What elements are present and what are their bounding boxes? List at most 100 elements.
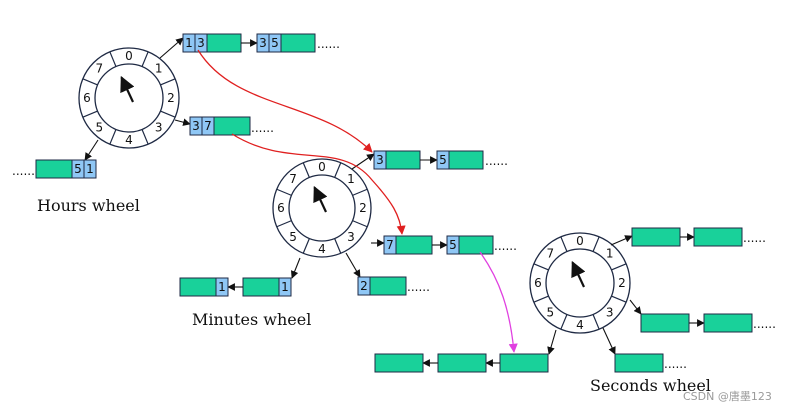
seconds-wheel-divider bbox=[592, 236, 600, 252]
hours-wheel-divider bbox=[82, 110, 98, 118]
hours-wheel-divider bbox=[82, 78, 98, 86]
hours-slot3-node-1-id-text: 7 bbox=[204, 119, 212, 133]
hours-wheel-divider bbox=[160, 110, 176, 118]
minutes-slot5-node-1-body bbox=[242, 277, 280, 297]
minutes-slot3-node-1-body bbox=[395, 235, 433, 255]
minutes-slot1-node-1: 3 bbox=[373, 150, 421, 170]
move-arrow-hours-to-minutes-2 bbox=[231, 133, 406, 235]
seconds-slot5-node-1-body bbox=[499, 353, 549, 373]
seconds-slot1-node-1 bbox=[631, 227, 681, 247]
hours-wheel-divider bbox=[109, 129, 117, 145]
hours-slot6-node-1-id-text: 1 bbox=[86, 162, 94, 176]
minutes-slot-label-6: 6 bbox=[277, 201, 285, 215]
seconds-wheel-divider bbox=[592, 314, 600, 330]
minutes-slot-label-7: 7 bbox=[289, 172, 297, 186]
minutes-wheel-divider bbox=[334, 162, 342, 178]
hours-slot6-pointer bbox=[84, 139, 99, 161]
seconds-wheel-divider bbox=[533, 295, 549, 303]
hours-clock-hand bbox=[120, 75, 135, 103]
minutes-slot5-node-1-id-text: 1 bbox=[281, 280, 289, 294]
minutes-slot3-ellipsis: ...... bbox=[494, 239, 517, 253]
move-arrow-minutes-to-seconds bbox=[479, 251, 518, 353]
seconds-slot5-node-3 bbox=[374, 353, 424, 373]
minutes-slot5-node-2-id-text: 1 bbox=[218, 280, 226, 294]
hours-slot1-pointer bbox=[159, 37, 184, 59]
minutes-slot-label-1: 1 bbox=[347, 172, 355, 186]
hours-slot6-ellipsis: ...... bbox=[12, 164, 35, 178]
seconds-slot5-node-1 bbox=[499, 353, 549, 373]
minutes-wheel-divider bbox=[334, 238, 342, 254]
minutes-slot5-node-2: 1 bbox=[179, 277, 229, 297]
hours-wheel-divider bbox=[109, 51, 117, 67]
hours-slot1-node-2-id-text: 5 bbox=[271, 36, 279, 50]
minutes-slot-label-2: 2 bbox=[359, 201, 367, 215]
seconds-slot-label-6: 6 bbox=[534, 276, 542, 290]
move-arrows-layer bbox=[197, 49, 518, 353]
minutes-slot5-node-1-id-cell bbox=[278, 277, 292, 297]
hours-slot1-node-1-id-text: 3 bbox=[197, 36, 205, 50]
minutes-slot1-node-2: 5 bbox=[436, 150, 484, 170]
hours-wheel-caption: Hours wheel bbox=[37, 196, 140, 215]
hours-slot6-node-1-body bbox=[35, 159, 73, 179]
hours-slot-label-1: 1 bbox=[155, 61, 163, 75]
seconds-slot5-node-2-body bbox=[437, 353, 487, 373]
minutes-slot3-node-1: 7 bbox=[383, 235, 433, 255]
minutes-slot5-node-1: 1 bbox=[242, 277, 292, 297]
seconds-slot-label-5: 5 bbox=[546, 306, 554, 320]
minutes-slot-label-4: 4 bbox=[318, 242, 326, 256]
hours-slot6-node-1-id-cell bbox=[83, 159, 97, 179]
minutes-clock-hand bbox=[313, 185, 328, 213]
seconds-wheel-divider bbox=[611, 263, 627, 271]
minutes-slot3-node-1-id-text: 7 bbox=[386, 238, 394, 252]
seconds-slot1-ellipsis: ...... bbox=[743, 231, 766, 245]
minutes-slot5-node-2-id-cell bbox=[215, 277, 229, 297]
hours-slot3-node-1-id-text: 3 bbox=[192, 119, 200, 133]
hours-slot3-node-1-body bbox=[213, 116, 251, 136]
minutes-slot4-node-1-id-text: 2 bbox=[360, 279, 368, 293]
seconds-wheel-divider bbox=[533, 263, 549, 271]
hours-wheel-divider bbox=[160, 78, 176, 86]
seconds-slot3-ellipsis: ...... bbox=[753, 317, 776, 331]
minutes-slot-label-0: 0 bbox=[318, 160, 326, 174]
seconds-slot-label-7: 7 bbox=[546, 246, 554, 260]
hours-slot1-node-2-id-text: 3 bbox=[259, 36, 267, 50]
minutes-wheel-divider bbox=[276, 188, 292, 196]
seconds-slot3-node-2-body bbox=[703, 313, 753, 333]
minutes-slot4-node-1-body bbox=[369, 276, 407, 296]
seconds-clock-hand bbox=[571, 260, 586, 288]
seconds-wheel-caption: Seconds wheel bbox=[590, 376, 711, 395]
minutes-slot3-node-2-id-text: 5 bbox=[449, 238, 457, 252]
hours-slot3-ellipsis: ...... bbox=[251, 121, 274, 135]
hours-slot1-node-1-id-text: 1 bbox=[185, 36, 193, 50]
hours-wheel-inner-ring bbox=[94, 63, 164, 133]
minutes-wheel-divider bbox=[302, 238, 310, 254]
seconds-slot-label-3: 3 bbox=[606, 306, 614, 320]
minutes-slot1-node-2-id-text: 5 bbox=[439, 153, 447, 167]
seconds-slot1-node-2-body bbox=[693, 227, 743, 247]
hours-slot-label-6: 6 bbox=[83, 91, 91, 105]
watermark: CSDN @唐墨123 bbox=[683, 389, 772, 403]
move-arrow-hours-to-minutes-1 bbox=[197, 49, 373, 153]
minutes-slot-label-3: 3 bbox=[347, 230, 355, 244]
seconds-slot5-pointer bbox=[547, 329, 557, 355]
seconds-slot4-ellipsis: ...... bbox=[664, 357, 687, 371]
seconds-slot-label-2: 2 bbox=[618, 276, 626, 290]
minutes-slot4-pointer bbox=[345, 252, 361, 278]
seconds-slot3-node-1 bbox=[640, 313, 690, 333]
minutes-wheel-caption: Minutes wheel bbox=[192, 310, 311, 329]
minutes-slot5-pointer bbox=[290, 257, 301, 279]
hours-wheel-divider bbox=[141, 51, 149, 67]
minutes-slot3-node-2: 5 bbox=[446, 235, 494, 255]
minutes-slot1-node-1-body bbox=[385, 150, 421, 170]
seconds-slot1-pointer bbox=[610, 235, 633, 246]
